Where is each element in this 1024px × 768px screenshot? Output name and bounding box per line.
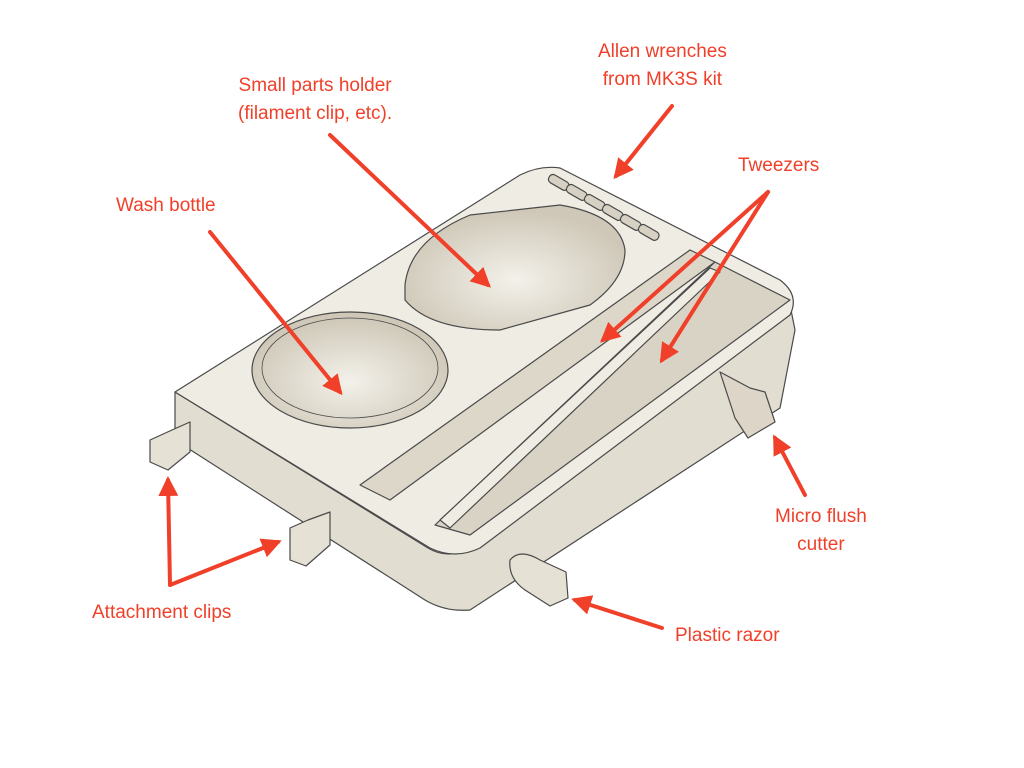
arrow-allen-wrenches xyxy=(613,104,674,180)
wash-bottle-cup xyxy=(251,311,449,429)
tweezers-divider xyxy=(439,267,721,529)
label-small-parts-holder: Small parts holder (filament clip, etc). xyxy=(238,75,393,124)
arrow-plastic-razor xyxy=(571,595,664,630)
attachment-clip-middle xyxy=(289,511,331,567)
micro-flush-cutter-holder xyxy=(719,371,776,439)
label-plastic-razor: Plastic razor xyxy=(675,625,780,646)
arrow-tweezers-right xyxy=(659,190,770,364)
label-allen-wrenches: Allen wrenches from MK3S kit xyxy=(598,41,727,90)
small-parts-holder xyxy=(404,204,626,331)
label-micro-flush-cutter: Micro flush cutter xyxy=(775,506,867,555)
arrow-wash-bottle xyxy=(208,230,343,396)
wash-bottle-cup-rim xyxy=(261,317,439,419)
label-wash-bottle: Wash bottle xyxy=(116,195,216,216)
arrow-tweezers-left xyxy=(600,190,770,343)
attachment-clip-left xyxy=(149,421,191,471)
arrow-small-parts xyxy=(328,133,491,288)
plastic-razor-holder xyxy=(509,553,569,607)
allen-wrench-slots xyxy=(547,173,660,241)
label-attachment-clips: Attachment clips xyxy=(92,602,232,623)
arrow-micro-flush xyxy=(773,434,807,497)
tray-top-face xyxy=(174,166,794,555)
tool-tray-model xyxy=(149,166,796,611)
arrow-attachment-clip-middle xyxy=(168,538,282,587)
annotation-arrows xyxy=(158,104,807,630)
arrow-attachment-clip-left xyxy=(158,476,179,587)
label-tweezers: Tweezers xyxy=(738,155,820,176)
